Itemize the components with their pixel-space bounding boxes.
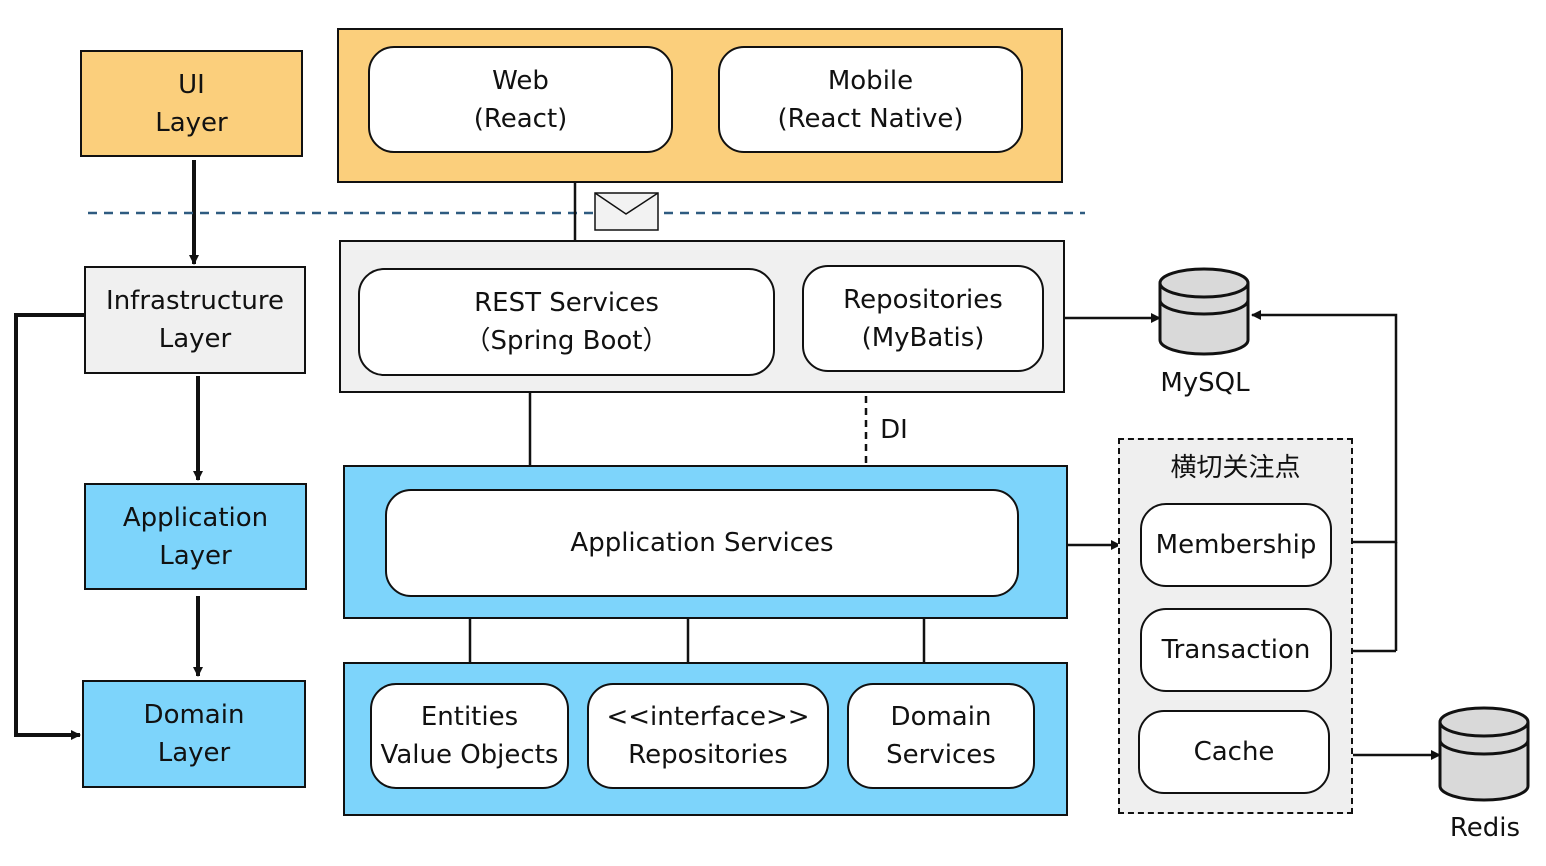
domain-services-label: Domain [890, 702, 992, 732]
ui-layer-label: UI [178, 69, 205, 100]
rest-services-label: REST Services [474, 288, 659, 318]
arrow-infra-to-domain [14, 313, 84, 740]
cross-cutting-title: 横切关注点 [1170, 453, 1301, 483]
cache-component: Cache [1138, 710, 1330, 794]
rest-services-component: REST Services （Spring Boot） [358, 268, 775, 376]
redis-label: Redis [1449, 813, 1521, 843]
di-label: DI [880, 415, 908, 445]
database-icon [1438, 706, 1530, 802]
infrastructure-layer-label: Infrastructure [106, 286, 284, 316]
application-layer-sublabel: Layer [159, 540, 232, 571]
membership-component: Membership [1140, 503, 1332, 587]
application-services-label: Application Services [570, 528, 834, 558]
arrow-membership-to-mysql [1251, 310, 1398, 544]
mobile-component: Mobile (React Native) [718, 46, 1023, 153]
ui-layer-sublabel: Layer [155, 107, 228, 138]
infrastructure-layer-box: Infrastructure Layer [84, 266, 306, 374]
transaction-component: Transaction [1140, 608, 1332, 692]
value-objects-label: Value Objects [380, 740, 559, 770]
domain-services-component: Domain Services [847, 683, 1035, 789]
interface-repositories-label: Repositories [628, 740, 788, 770]
mysql-label: MySQL [1160, 368, 1250, 398]
mobile-tech: (React Native) [777, 103, 964, 134]
domain-services-sublabel: Services [886, 740, 996, 770]
repositories-component: Repositories (MyBatis) [802, 265, 1044, 372]
transaction-label: Transaction [1161, 635, 1311, 665]
entities-label: Entities [420, 702, 519, 732]
application-layer-label: Application [122, 502, 269, 533]
envelope-icon [594, 192, 659, 231]
domain-layer-box: Domain Layer [82, 680, 306, 788]
interface-stereotype-label: <<interface>> [606, 702, 810, 732]
entities-component: Entities Value Objects [370, 683, 569, 789]
interface-repositories-component: <<interface>> Repositories [587, 683, 829, 789]
domain-layer-sublabel: Layer [157, 738, 231, 768]
web-component: Web (React) [368, 46, 673, 153]
membership-label: Membership [1155, 530, 1317, 560]
repositories-label: Repositories [843, 284, 1003, 315]
web-label: Web [492, 65, 549, 96]
application-services-component: Application Services [385, 489, 1019, 597]
rest-services-tech: （Spring Boot） [464, 326, 669, 356]
ui-layer-box: UI Layer [80, 50, 303, 157]
mobile-label: Mobile [827, 65, 914, 96]
repositories-tech: (MyBatis) [861, 322, 985, 353]
database-icon [1158, 267, 1250, 356]
infrastructure-layer-sublabel: Layer [158, 324, 232, 354]
web-tech: (React) [473, 103, 568, 134]
cache-label: Cache [1193, 737, 1275, 767]
application-layer-box: Application Layer [84, 483, 307, 590]
domain-layer-label: Domain [143, 700, 245, 730]
